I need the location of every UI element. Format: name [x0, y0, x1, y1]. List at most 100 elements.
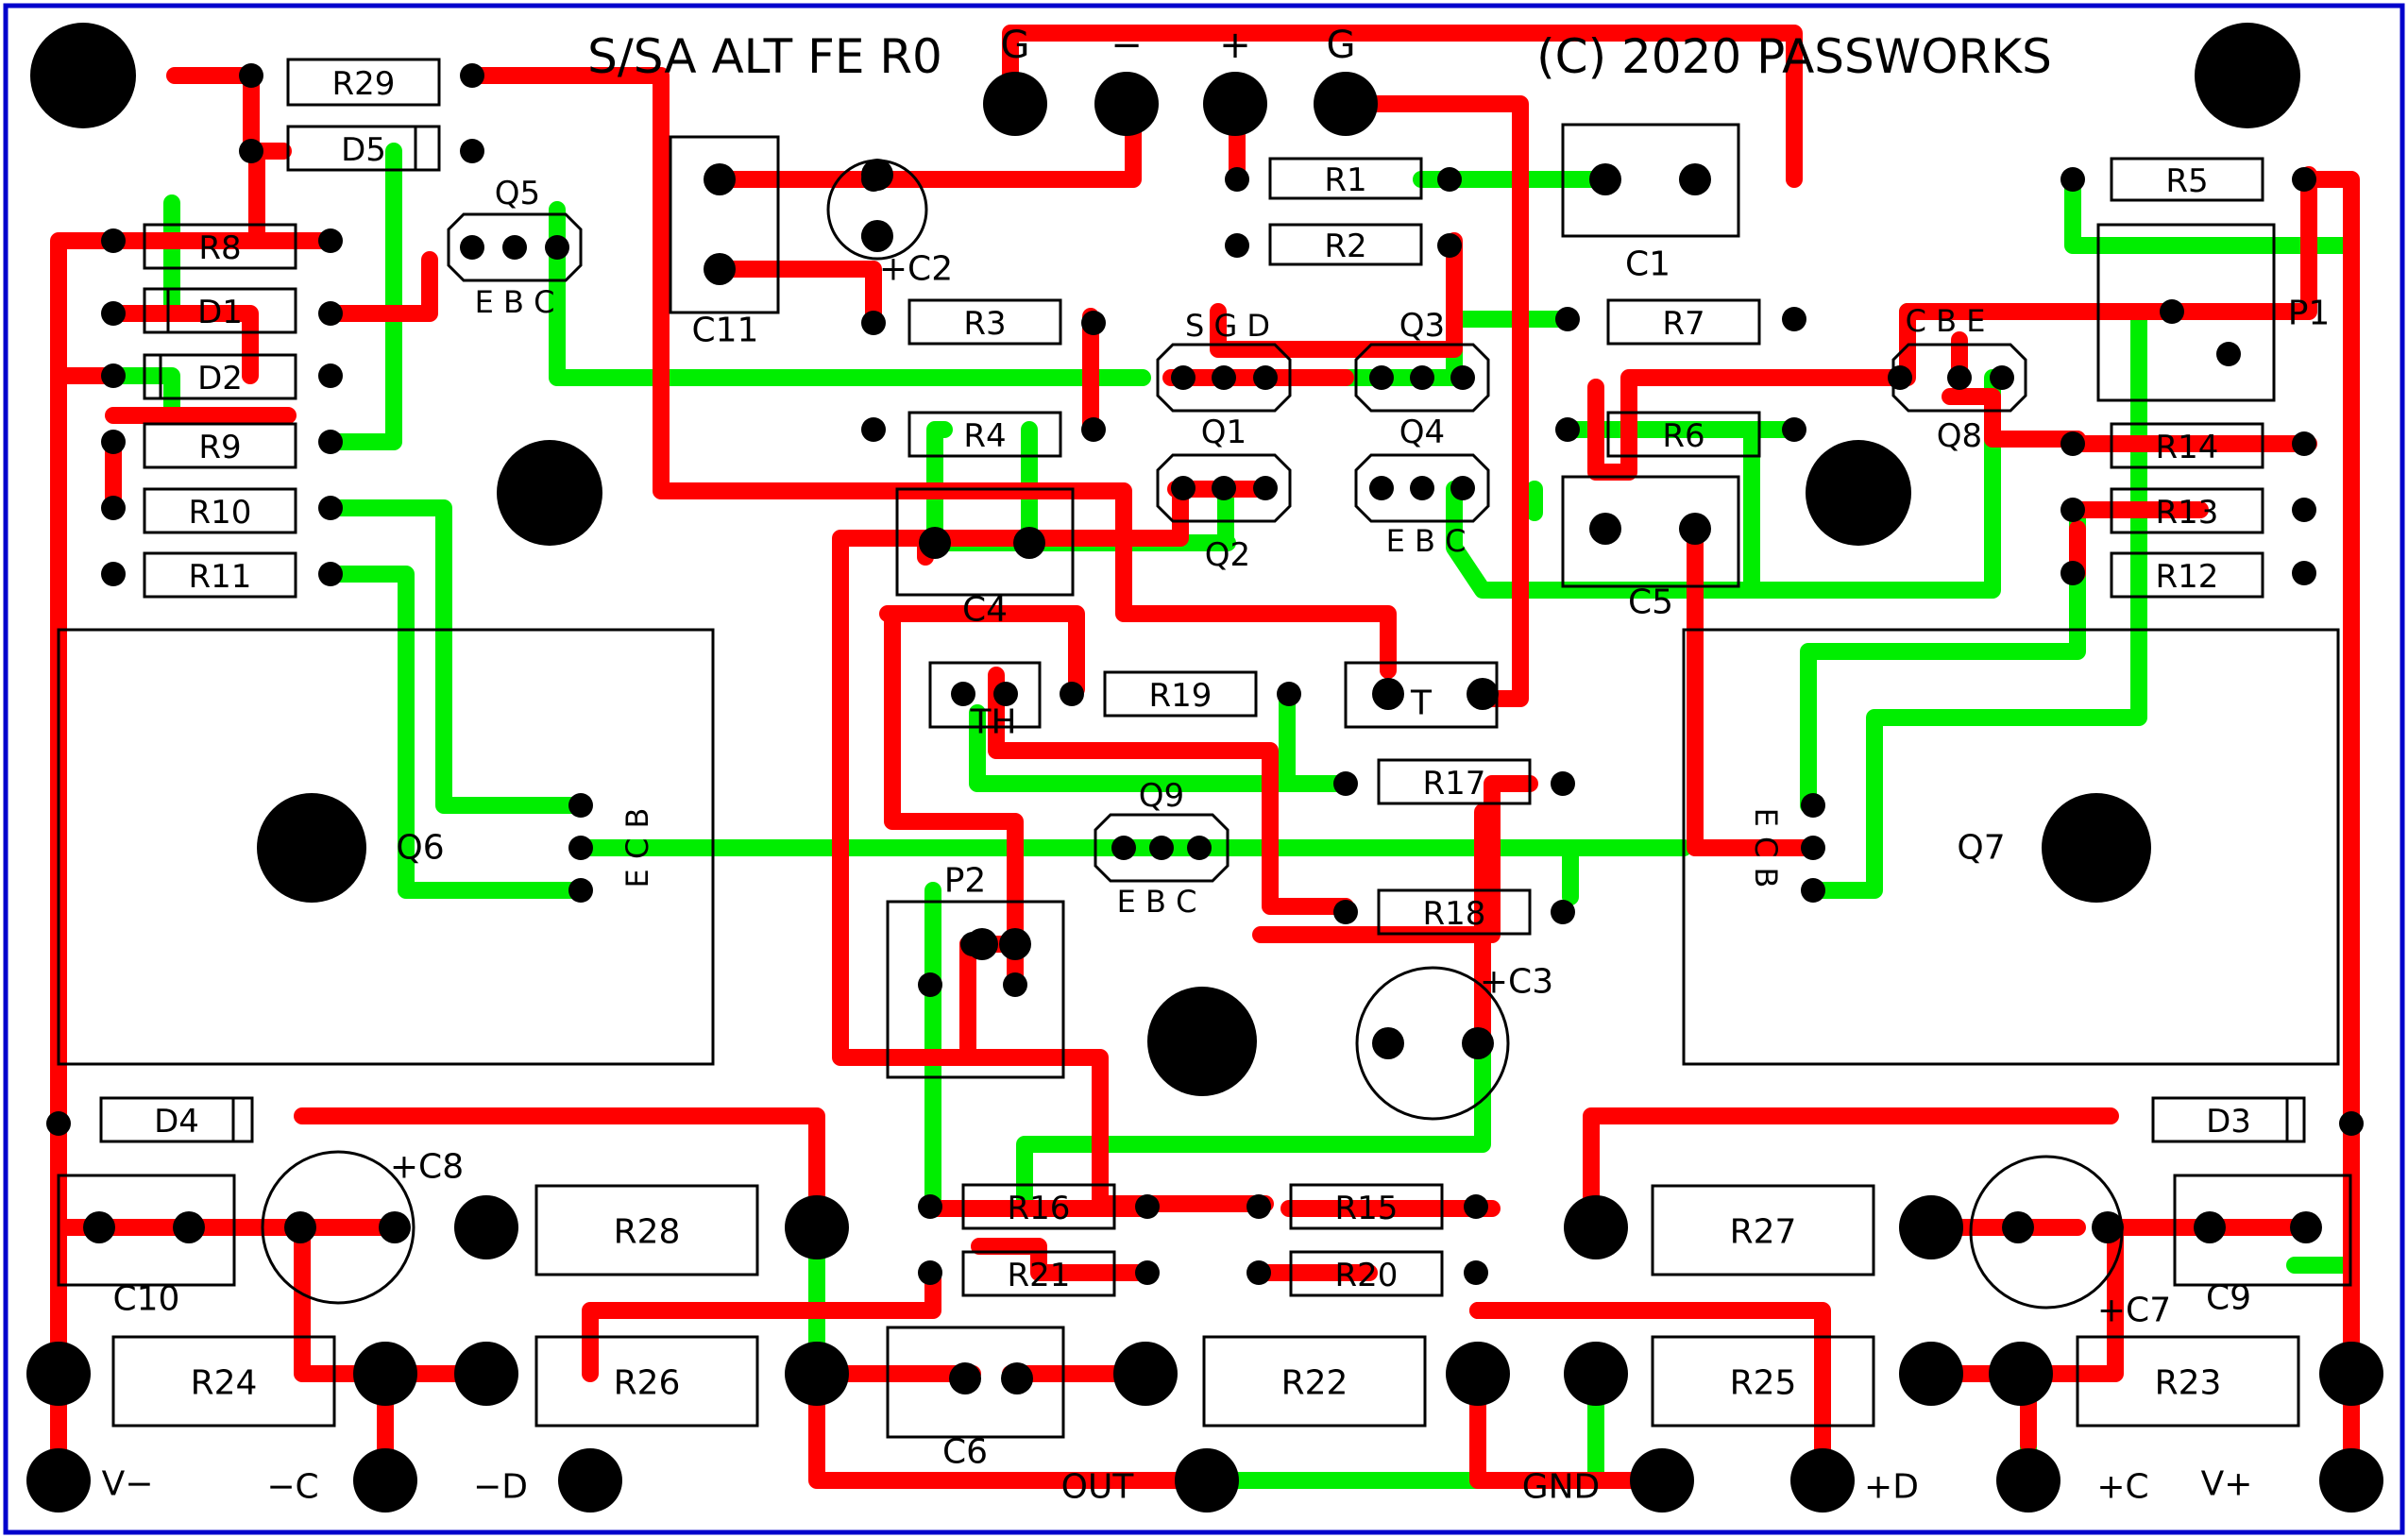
pad-medium	[861, 159, 893, 191]
pad-large	[26, 1342, 91, 1406]
mounting-hole	[257, 793, 366, 903]
pad-small	[1551, 900, 1575, 924]
pad-small	[460, 235, 484, 260]
pad-small	[1212, 365, 1236, 390]
q5-label: Q5	[495, 175, 540, 212]
pad-small	[502, 235, 527, 260]
plusc8-label: +C8	[390, 1148, 464, 1187]
c11-outline	[669, 135, 780, 314]
top-trace	[294, 1219, 394, 1489]
pad-medium	[1372, 678, 1404, 710]
q2-outline	[1156, 453, 1292, 523]
r14-label: R14	[2156, 429, 2219, 466]
pad-small	[1990, 365, 2014, 390]
top-trace	[1469, 1365, 1670, 1489]
pad-small	[545, 235, 569, 260]
pad-small	[2060, 167, 2085, 192]
pad-medium	[1013, 527, 1045, 559]
r29-outline	[286, 58, 441, 107]
q4-pin-labels: E B C	[1386, 523, 1467, 559]
pad-small	[918, 1194, 942, 1219]
r1-label: R1	[1324, 161, 1366, 199]
pad-small	[861, 417, 886, 442]
p2-label: P2	[944, 862, 987, 901]
pad-small	[1135, 1260, 1160, 1285]
plusc7-label: +C7	[2097, 1292, 2171, 1330]
r17-outline	[1377, 758, 1532, 805]
pad-small	[2339, 1111, 2364, 1136]
pad-medium	[966, 928, 998, 960]
pad-small	[1171, 476, 1196, 500]
pad-medium	[949, 1362, 981, 1394]
top-trace	[294, 1107, 825, 1236]
pad-small	[2216, 342, 2241, 366]
q8-pin-labels: C B E	[1906, 303, 1986, 339]
pad-large	[1790, 1448, 1855, 1513]
pad-small	[1111, 836, 1136, 860]
top-trace	[1587, 166, 2317, 481]
r5-label: R5	[2165, 162, 2208, 200]
pad-large	[353, 1342, 417, 1406]
heatsink-outline-left	[57, 628, 715, 1066]
r20-outline	[1289, 1250, 1444, 1297]
top-trace	[879, 605, 1085, 698]
terminal-label-vplus: V+	[2201, 1465, 2253, 1504]
board-title: S/SA ALT FE R0	[587, 29, 942, 84]
th-outline	[928, 661, 1042, 729]
q1-outline	[1156, 343, 1292, 413]
power-pin-label: G	[1001, 24, 1030, 67]
bottom-trace	[322, 566, 589, 899]
pad-small	[1081, 311, 1106, 335]
c1-label: C1	[1625, 245, 1670, 284]
bottom-trace	[1016, 995, 1491, 1210]
d5-outline	[286, 125, 441, 172]
power-pin-label: G	[1327, 24, 1356, 67]
pad-small	[2292, 561, 2316, 585]
pad-medium	[1679, 513, 1711, 545]
pad-large	[558, 1448, 622, 1513]
bottom-trace	[969, 704, 1354, 792]
pad-large	[26, 1448, 91, 1513]
pad-small	[568, 878, 593, 903]
r8-outline	[143, 223, 297, 270]
pad-small	[861, 311, 886, 335]
r23-outline	[2076, 1335, 2300, 1428]
d5-label: D5	[341, 131, 386, 169]
c5-outline	[1561, 475, 1740, 588]
t-label: T	[1410, 684, 1433, 723]
r16-label: R16	[1008, 1190, 1071, 1227]
pad-medium	[83, 1211, 115, 1243]
r27-outline	[1651, 1184, 1875, 1276]
pad-small	[101, 228, 126, 253]
pad-small	[1369, 476, 1394, 500]
pad-small	[1782, 307, 1806, 331]
r3-outline	[907, 298, 1062, 346]
terminal-label-plusd: +D	[1864, 1468, 1919, 1507]
c4-outline	[895, 487, 1075, 597]
pad-small	[1212, 476, 1236, 500]
pad-small	[460, 63, 484, 88]
plusc2-label: +C2	[879, 250, 953, 289]
top-trace	[971, 1238, 1154, 1281]
c10-label: C10	[113, 1280, 180, 1319]
r11-label: R11	[189, 558, 252, 596]
q6-pin-labels: E C B	[619, 808, 655, 888]
pad-small	[2060, 431, 2085, 456]
pad-small	[1801, 836, 1825, 860]
bottom-trace	[322, 143, 402, 450]
pad-small	[1410, 365, 1434, 390]
pad-small	[1437, 233, 1462, 258]
pad-medium	[2002, 1211, 2034, 1243]
pad-small	[1333, 771, 1358, 796]
r4-outline	[907, 411, 1062, 458]
pad-small	[1060, 682, 1084, 706]
pad-medium	[1589, 163, 1621, 195]
r2-label: R2	[1324, 228, 1366, 265]
r7-label: R7	[1662, 305, 1704, 343]
r22-outline	[1202, 1335, 1427, 1428]
pad-medium	[1467, 678, 1499, 710]
c11-label: C11	[692, 312, 759, 350]
pad-medium	[379, 1211, 411, 1243]
c1-outline	[1561, 123, 1740, 238]
